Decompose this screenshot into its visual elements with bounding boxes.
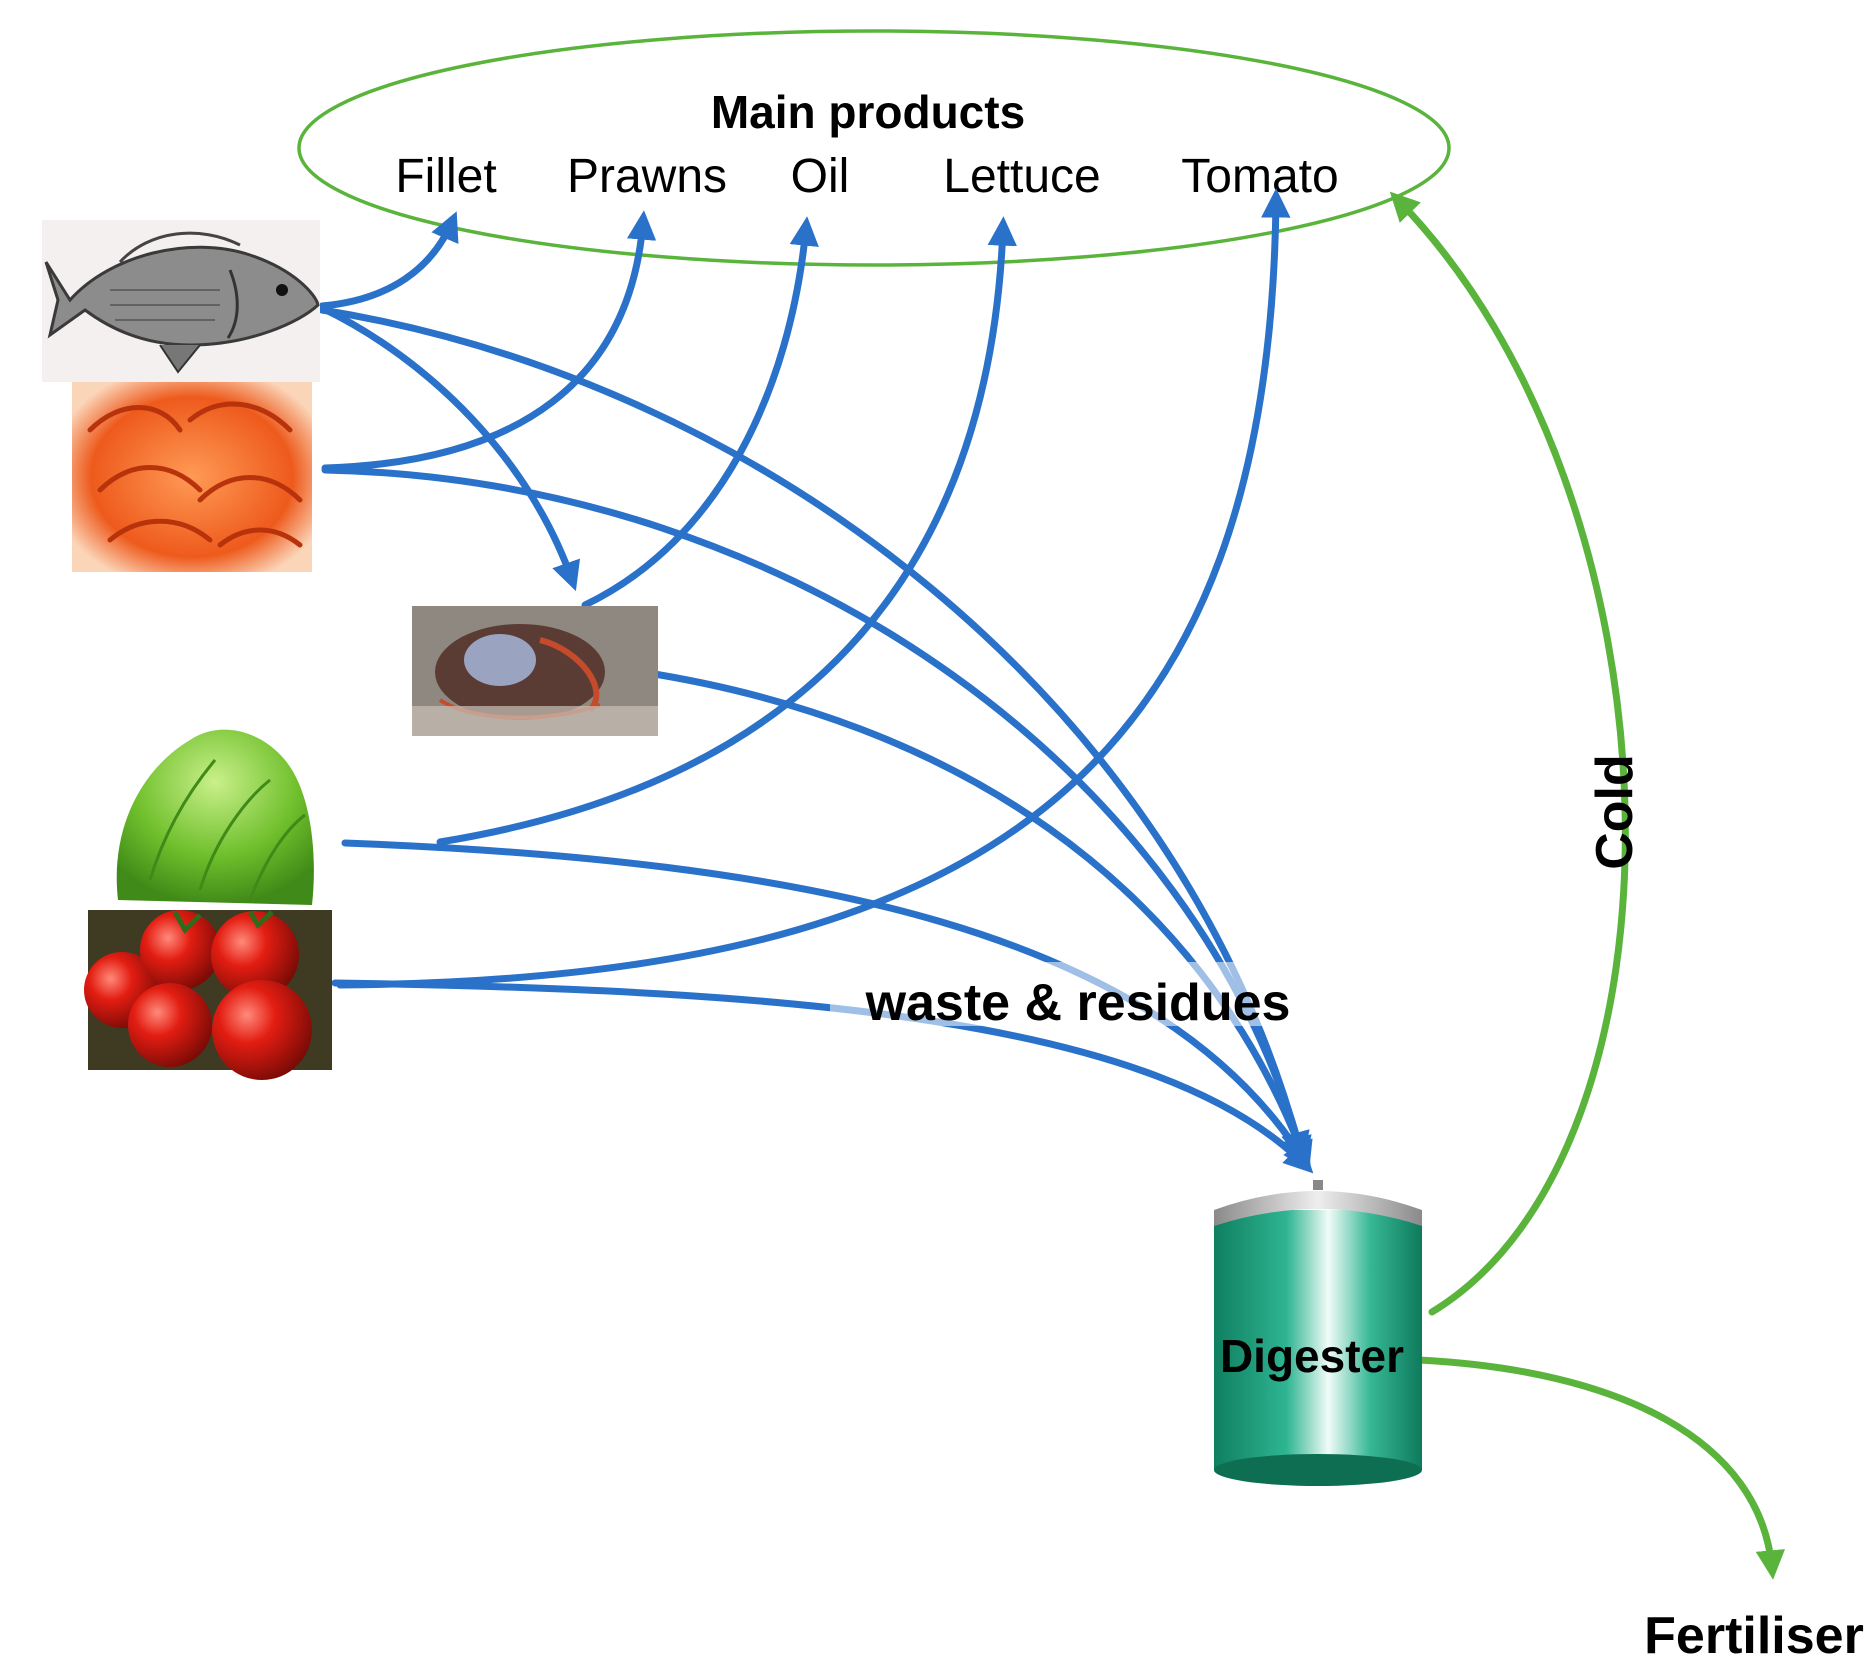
prawns-image xyxy=(72,382,312,572)
arrow-lettuce-to-digester xyxy=(341,839,1312,1172)
arrow-lettuce-to-lettuce xyxy=(436,216,1017,846)
product-oil: Oil xyxy=(791,150,850,203)
product-fillet: Fillet xyxy=(395,150,496,203)
arrow-fish-to-fillet xyxy=(318,211,459,310)
arrow-digester-to-cold xyxy=(1389,191,1629,1316)
product-tomato: Tomato xyxy=(1181,150,1338,203)
fish-gut-image xyxy=(412,606,658,736)
fertiliser-label: Fertiliser xyxy=(1644,1607,1864,1665)
main-products-title: Main products xyxy=(711,86,1025,138)
flow-arrows xyxy=(318,188,1314,1174)
main-products-ellipse xyxy=(297,29,1451,267)
product-lettuce: Lettuce xyxy=(943,150,1100,203)
arrow-digester-to-fertiliser xyxy=(1414,1356,1785,1580)
arrow-gut-to-digester xyxy=(638,668,1313,1172)
fish-image xyxy=(42,220,320,382)
product-prawns: Prawns xyxy=(567,150,727,203)
tomato-image xyxy=(84,910,332,1080)
waste-label-backdrop xyxy=(830,962,1330,1026)
digester-label: Digester xyxy=(1220,1330,1404,1382)
cold-label: Cold xyxy=(1586,754,1644,870)
arrow-prawns-to-digester xyxy=(321,466,1312,1167)
digester-tank: Digester xyxy=(1214,1180,1422,1486)
arrow-gut-to-oil xyxy=(581,216,819,609)
arrow-fish-to-gut xyxy=(318,304,581,592)
output-arrows xyxy=(1389,191,1785,1580)
arrow-tomato-to-tomato xyxy=(336,188,1291,989)
arrow-fish-to-digester xyxy=(318,306,1310,1162)
waste-residues-label: waste & residues xyxy=(865,974,1291,1032)
arrow-prawns-to-prawns xyxy=(321,210,657,472)
lettuce-image xyxy=(116,729,314,905)
